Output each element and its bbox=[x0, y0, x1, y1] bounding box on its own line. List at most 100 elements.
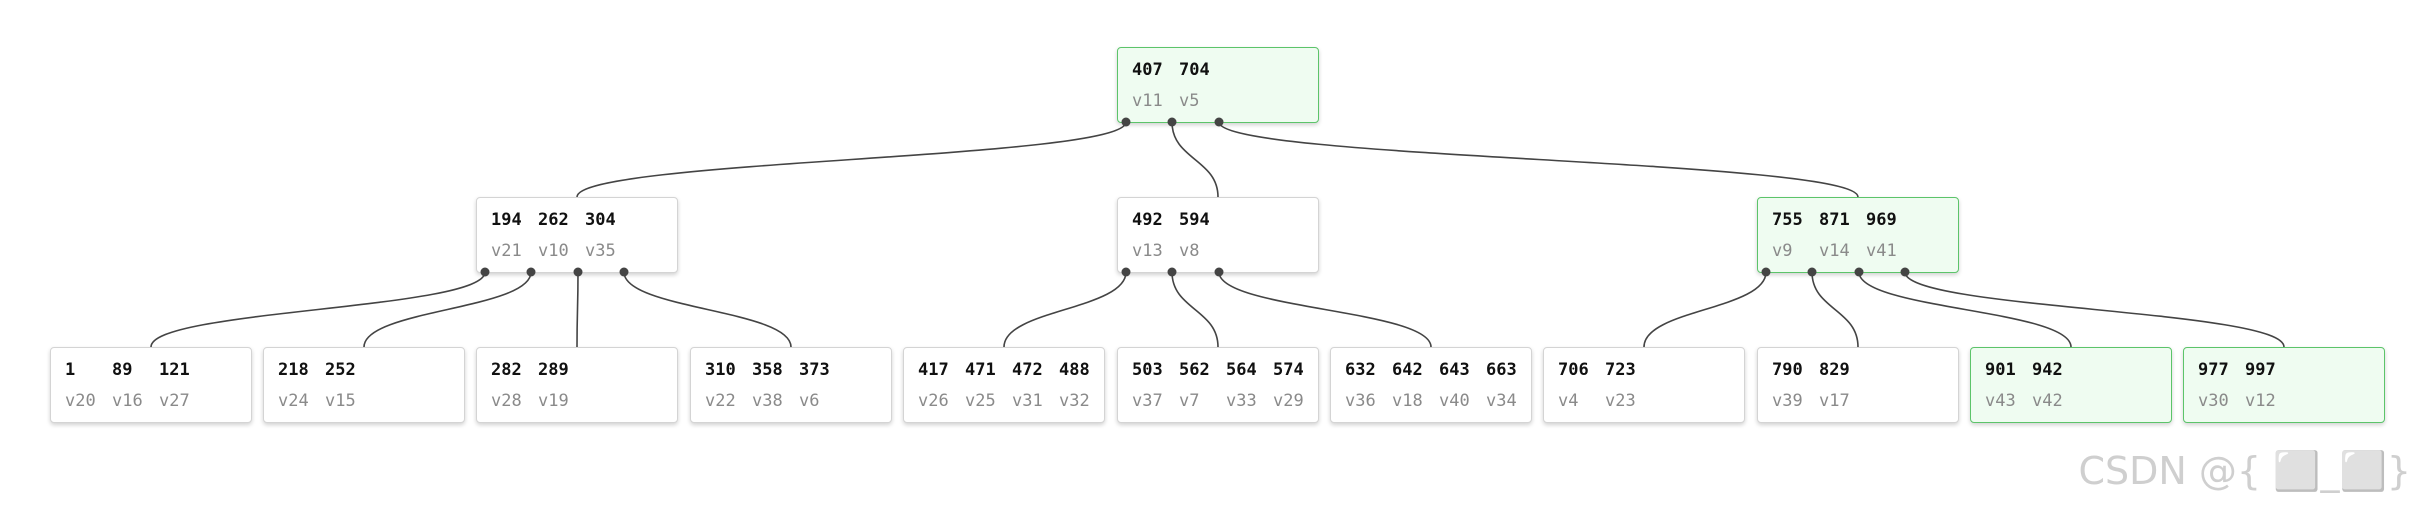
node-value: v41 bbox=[1866, 241, 1897, 261]
node-value: v38 bbox=[752, 391, 783, 411]
node-key: 723 bbox=[1605, 360, 1636, 380]
node-value: v30 bbox=[2198, 391, 2229, 411]
tree-node: 901 942 v43 v42 bbox=[1970, 347, 2172, 423]
node-value: v40 bbox=[1439, 391, 1470, 411]
node-value: v12 bbox=[2245, 391, 2276, 411]
tree-edge bbox=[1218, 271, 1432, 348]
tree-edge bbox=[150, 271, 486, 348]
node-key: 663 bbox=[1486, 360, 1517, 380]
node-key: 194 bbox=[491, 210, 522, 230]
tree-edge bbox=[1218, 121, 1859, 198]
tree-edge bbox=[576, 271, 579, 348]
node-value: v14 bbox=[1819, 241, 1850, 261]
node-key: 997 bbox=[2245, 360, 2276, 380]
node-value: v21 bbox=[491, 241, 522, 261]
node-key: 417 bbox=[918, 360, 949, 380]
node-key: 252 bbox=[325, 360, 356, 380]
node-key: 704 bbox=[1179, 60, 1210, 80]
tree-node: 282 289 v28 v19 bbox=[476, 347, 678, 423]
node-value: v16 bbox=[112, 391, 143, 411]
node-value: v33 bbox=[1226, 391, 1257, 411]
node-key: 310 bbox=[705, 360, 736, 380]
node-key: 121 bbox=[159, 360, 190, 380]
node-value: v5 bbox=[1179, 91, 1200, 111]
node-value: v9 bbox=[1772, 241, 1793, 261]
node-value: v26 bbox=[918, 391, 949, 411]
node-key: 373 bbox=[799, 360, 830, 380]
node-key: 901 bbox=[1985, 360, 2016, 380]
node-key: 942 bbox=[2032, 360, 2063, 380]
node-key: 562 bbox=[1179, 360, 1210, 380]
node-value: v29 bbox=[1273, 391, 1304, 411]
node-value: v4 bbox=[1558, 391, 1579, 411]
watermark: CSDN @{ ⬜_⬜} bbox=[2078, 449, 2411, 493]
tree-node: 492 594 v13 v8 bbox=[1117, 197, 1319, 273]
node-value: v39 bbox=[1772, 391, 1803, 411]
node-value: v37 bbox=[1132, 391, 1163, 411]
node-value: v36 bbox=[1345, 391, 1376, 411]
node-key: 643 bbox=[1439, 360, 1470, 380]
node-key: 304 bbox=[585, 210, 616, 230]
node-value: v11 bbox=[1132, 91, 1163, 111]
tree-node: 706 723 v4 v23 bbox=[1543, 347, 1745, 423]
node-value: v23 bbox=[1605, 391, 1636, 411]
tree-node: 790 829 v39 v17 bbox=[1757, 347, 1959, 423]
node-value: v43 bbox=[1985, 391, 2016, 411]
node-value: v19 bbox=[538, 391, 569, 411]
node-value: v10 bbox=[538, 241, 569, 261]
node-value: v17 bbox=[1819, 391, 1850, 411]
node-value: v32 bbox=[1059, 391, 1090, 411]
node-value: v31 bbox=[1012, 391, 1043, 411]
node-key: 492 bbox=[1132, 210, 1163, 230]
node-key: 471 bbox=[965, 360, 996, 380]
node-value: v28 bbox=[491, 391, 522, 411]
tree-node: 194 262 304 v21 v10 v35 bbox=[476, 197, 678, 273]
node-key: 594 bbox=[1179, 210, 1210, 230]
node-key: 706 bbox=[1558, 360, 1589, 380]
node-key: 829 bbox=[1819, 360, 1850, 380]
node-key: 871 bbox=[1819, 210, 1850, 230]
node-key: 574 bbox=[1273, 360, 1304, 380]
node-key: 755 bbox=[1772, 210, 1803, 230]
node-value: v13 bbox=[1132, 241, 1163, 261]
node-value: v20 bbox=[65, 391, 96, 411]
node-key: 289 bbox=[538, 360, 569, 380]
node-key: 262 bbox=[538, 210, 569, 230]
node-key: 790 bbox=[1772, 360, 1803, 380]
tree-edge bbox=[1171, 271, 1219, 348]
node-value: v18 bbox=[1392, 391, 1423, 411]
node-key: 358 bbox=[752, 360, 783, 380]
node-value: v15 bbox=[325, 391, 356, 411]
tree-node: 218 252 v24 v15 bbox=[263, 347, 465, 423]
node-value: v34 bbox=[1486, 391, 1517, 411]
node-value: v35 bbox=[585, 241, 616, 261]
node-value: v22 bbox=[705, 391, 736, 411]
node-key: 564 bbox=[1226, 360, 1257, 380]
node-value: v7 bbox=[1179, 391, 1200, 411]
tree-edge bbox=[1904, 271, 2285, 348]
tree-edge bbox=[1858, 271, 2072, 348]
tree-edge bbox=[1171, 121, 1219, 198]
node-key: 969 bbox=[1866, 210, 1897, 230]
node-value: v42 bbox=[2032, 391, 2063, 411]
tree-edge bbox=[623, 271, 792, 348]
node-key: 488 bbox=[1059, 360, 1090, 380]
node-key: 282 bbox=[491, 360, 522, 380]
tree-edge bbox=[1643, 271, 1767, 348]
tree-node: 755 871 969 v9 v14 v41 bbox=[1757, 197, 1959, 273]
node-value: v24 bbox=[278, 391, 309, 411]
node-value: v25 bbox=[965, 391, 996, 411]
node-key: 218 bbox=[278, 360, 309, 380]
tree-edge bbox=[1811, 271, 1859, 348]
tree-edge bbox=[1003, 271, 1127, 348]
node-value: v8 bbox=[1179, 241, 1200, 261]
